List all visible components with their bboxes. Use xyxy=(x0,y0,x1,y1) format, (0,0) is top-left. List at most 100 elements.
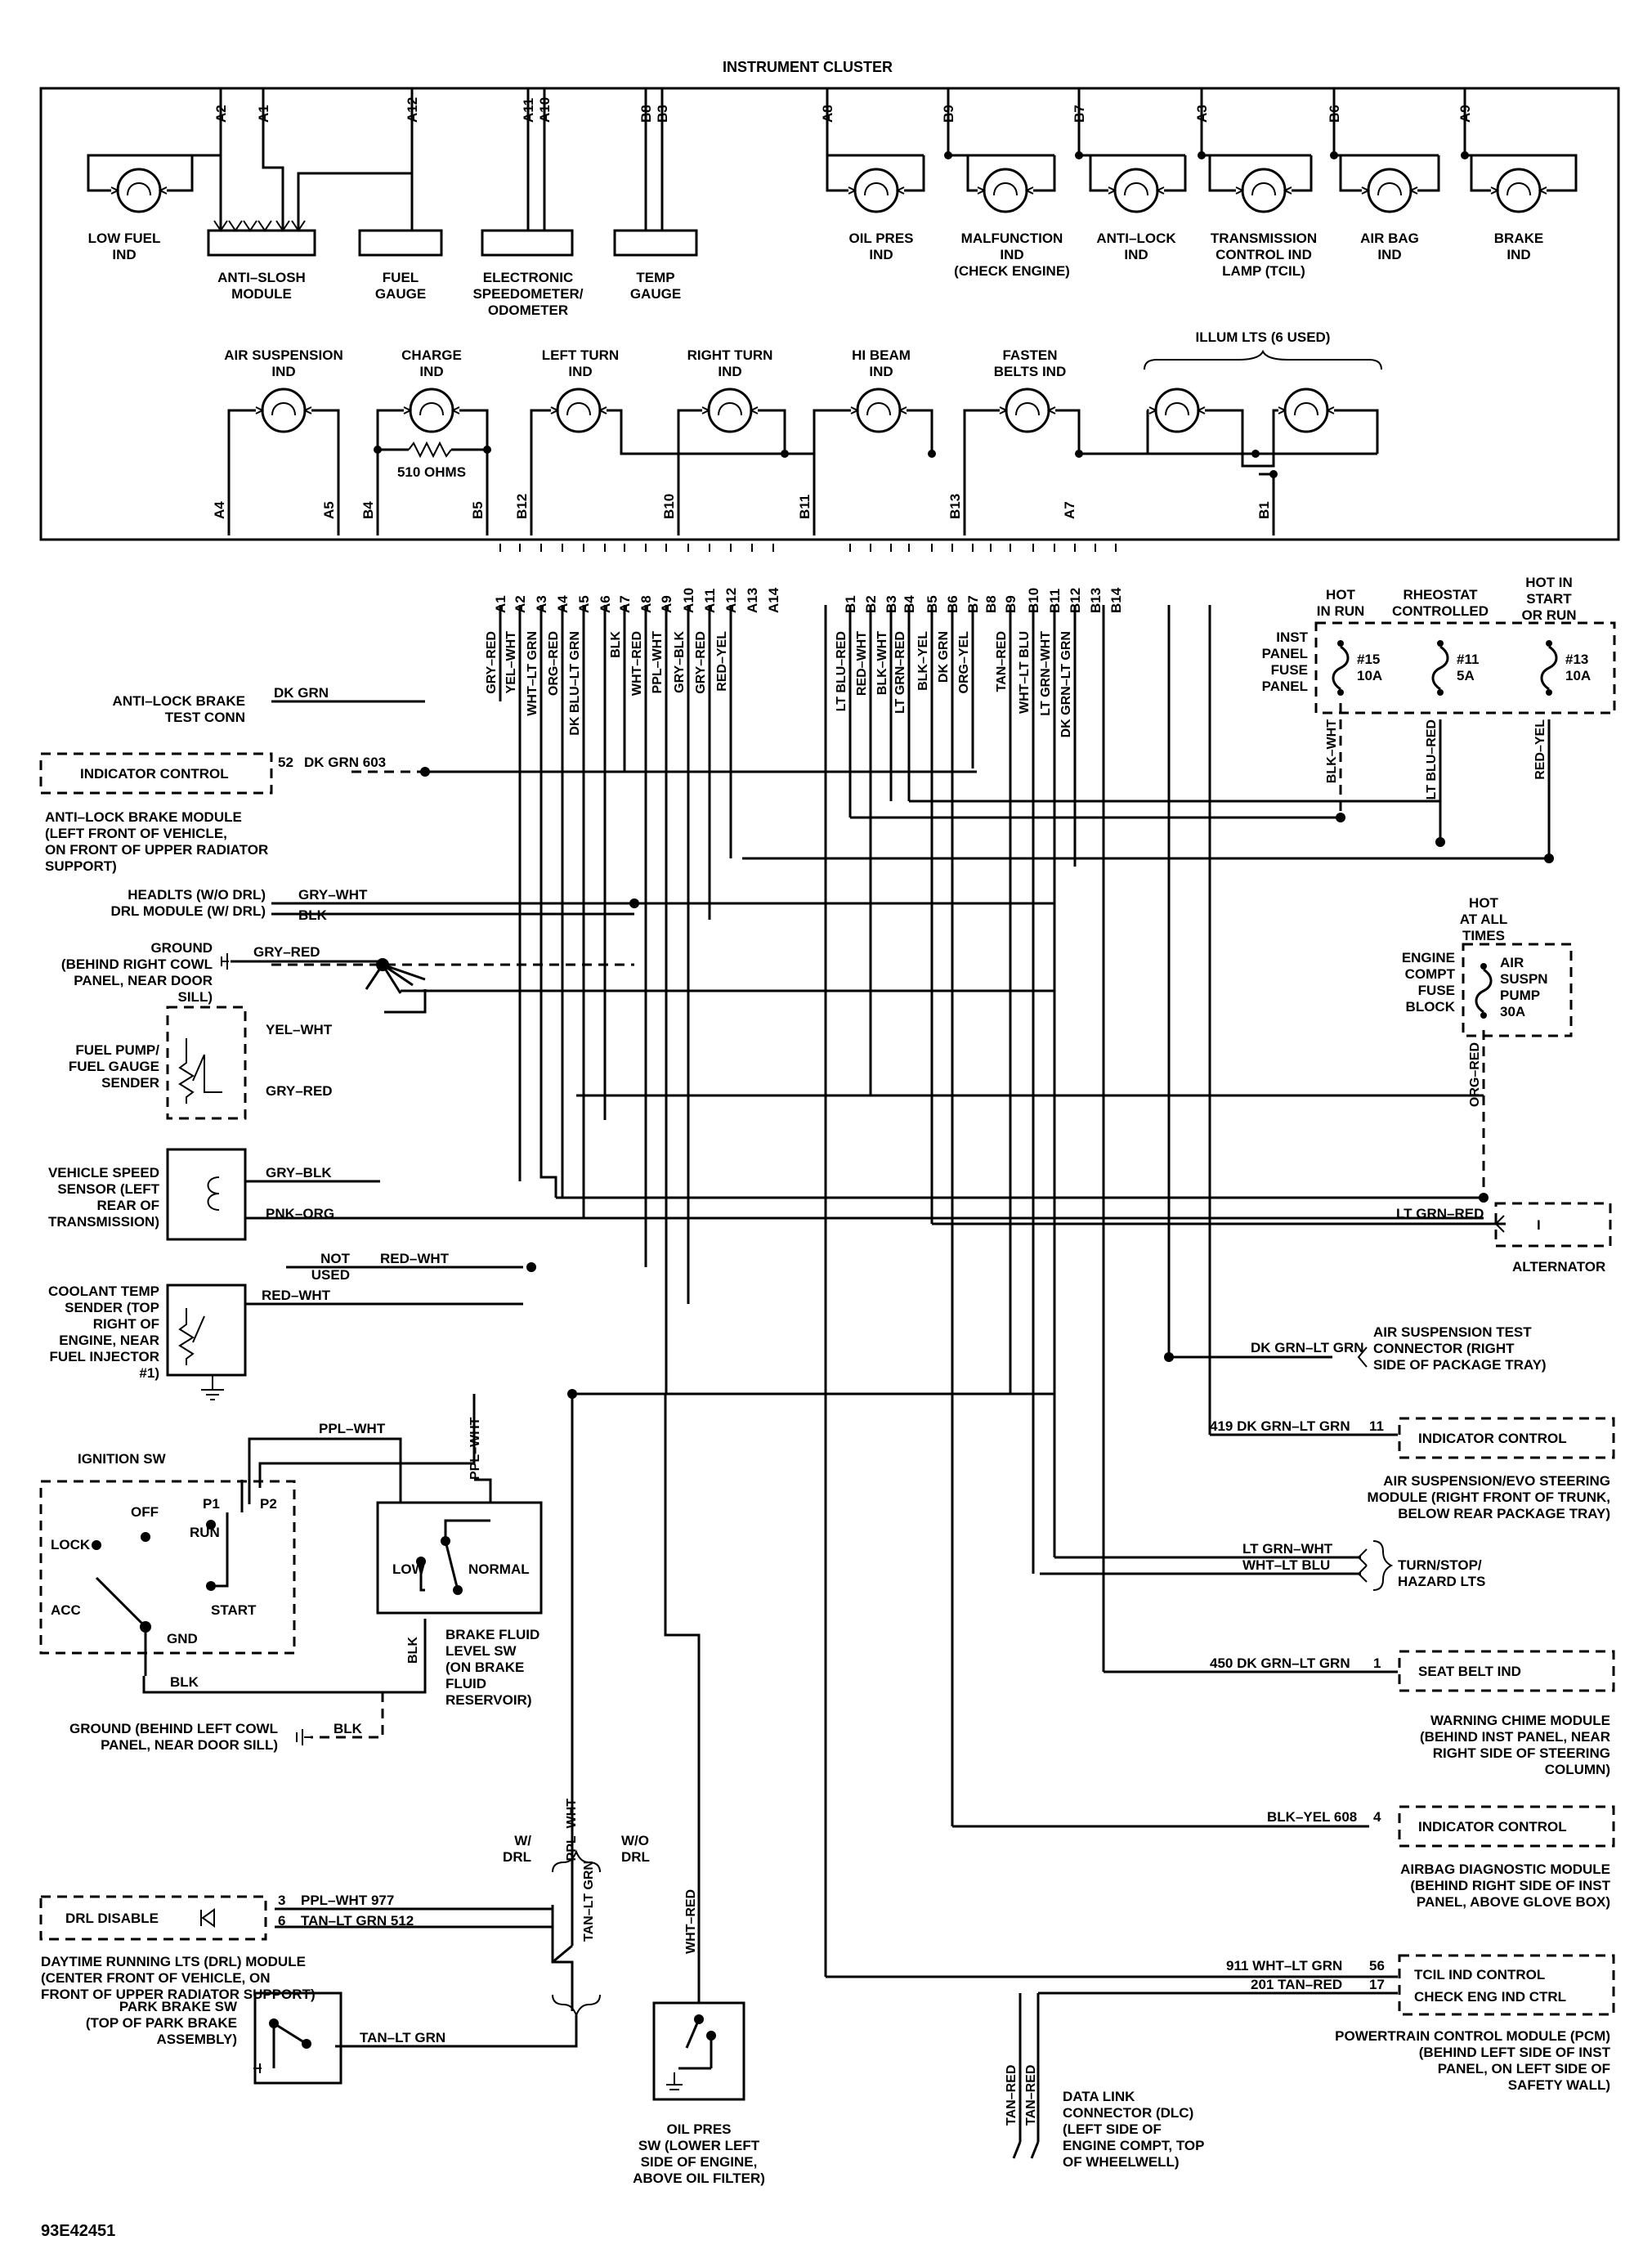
inst-panel-fuse-title: PANEL xyxy=(1262,646,1308,661)
fuse-header-rheostat: CONTROLLED xyxy=(1392,603,1489,619)
cluster-pin-B4: B4 xyxy=(360,501,376,519)
ground1-label: PANEL, NEAR DOOR xyxy=(74,973,213,988)
malfunction-label: IND xyxy=(1000,247,1023,262)
connector-pin-A2: A2 xyxy=(513,595,528,613)
coolant-ground-icon xyxy=(201,1375,224,1400)
park-ground-icon xyxy=(253,2060,262,2077)
headlts-label: DRL MODULE (W/ DRL) xyxy=(111,903,266,919)
vss-coil-icon xyxy=(207,1176,220,1211)
air-suspn-fuse-label: 30A xyxy=(1500,1004,1525,1019)
illum-bulb-1-icon xyxy=(1148,388,1207,433)
airbag-module-label: (BEHIND RIGHT SIDE OF INST xyxy=(1410,1878,1610,1893)
ground1-label: GROUND xyxy=(150,940,213,956)
temp-gauge-box xyxy=(613,229,698,257)
drl-wire-6: TAN–LT GRN 512 xyxy=(301,1913,414,1929)
air-susp-label: AIR SUSPENSION xyxy=(224,347,342,363)
wire-harness xyxy=(231,605,1554,2142)
wire-color: WHT–LT GRN xyxy=(526,631,539,716)
wire-color: TAN–RED xyxy=(995,631,1009,692)
malfunction-label: (CHECK ENGINE) xyxy=(954,263,1070,279)
evo-indicator-label: INDICATOR CONTROL xyxy=(1418,1431,1567,1446)
vss-box xyxy=(166,1148,247,1241)
malfunction-bulb-icon xyxy=(976,168,1035,213)
turn-wire-2: WHT–LT BLU xyxy=(1242,1557,1330,1573)
oil-pres-sw-label: SIDE OF ENGINE, xyxy=(641,2154,758,2170)
wire-color: ORG–RED xyxy=(547,631,561,696)
ignition-p2: P2 xyxy=(260,1496,277,1512)
fuel-gauge-label: GAUGE xyxy=(375,286,426,302)
park-brake-label: ASSEMBLY) xyxy=(156,2032,237,2047)
ignition-acc: ACC xyxy=(51,1602,81,1618)
brake-fluid-label: LEVEL SW xyxy=(445,1643,517,1659)
tcil-bulb-icon xyxy=(1234,168,1293,213)
hi-beam-label: IND xyxy=(869,364,893,379)
not-used-label: USED xyxy=(311,1267,350,1283)
figure-id: 93E42451 xyxy=(41,2222,115,2240)
pcm-box xyxy=(1398,1954,1615,2016)
illum-bulb-2-icon xyxy=(1277,388,1336,433)
right-turn-bulb-icon xyxy=(701,388,759,433)
airbag-indicator-box xyxy=(1398,1805,1615,1848)
coolant-label: RIGHT OF xyxy=(93,1316,159,1332)
seat-belt-label: SEAT BELT IND xyxy=(1418,1664,1521,1679)
chime-pin: 1 xyxy=(1373,1655,1381,1671)
dlc-label: CONNECTOR (DLC) xyxy=(1063,2105,1193,2121)
fuse-rating: #13 xyxy=(1565,652,1588,667)
pcm-pin-1: 56 xyxy=(1369,1958,1385,1973)
right-turn-label: RIGHT TURN xyxy=(687,347,773,363)
connector-pin-A11: A11 xyxy=(702,589,718,613)
air-test-label: AIR SUSPENSION TEST xyxy=(1373,1324,1532,1340)
cluster-top-labels: LOW FUELINDANTI–SLOSHMODULEFUELGAUGEELEC… xyxy=(88,231,1544,318)
engine-fuse-title: BLOCK xyxy=(1406,999,1456,1015)
wire-color: WHT–RED xyxy=(630,631,644,696)
airbag-module-label: PANEL, ABOVE GLOVE BOX) xyxy=(1417,1894,1610,1910)
anti-slosh-module-box xyxy=(207,229,316,257)
cluster-pin-B10: B10 xyxy=(661,494,677,519)
not-used-wire: RED–WHT xyxy=(380,1251,450,1266)
low-fuel-label: IND xyxy=(112,247,136,262)
vss-wire-2: PNK–ORG xyxy=(266,1206,334,1221)
fuel-pump-wire-2: GRY–RED xyxy=(266,1083,333,1099)
anti-slosh-label: ANTI–SLOSH xyxy=(217,270,306,285)
top-circuits xyxy=(87,127,1578,232)
wire-color: BLK–WHT xyxy=(875,631,889,695)
low-fuel-label: LOW FUEL xyxy=(88,231,161,246)
turn-wire-1: LT GRN–WHT xyxy=(1242,1541,1333,1557)
wire-color: GRY–RED xyxy=(485,631,499,694)
connector-pin-B5: B5 xyxy=(924,595,940,613)
brake-fluid-label: (ON BRAKE xyxy=(445,1660,524,1675)
abs-indicator-box xyxy=(39,752,273,795)
air-susp-bulb-icon xyxy=(254,388,313,433)
connector-pin-A14: A14 xyxy=(766,587,781,613)
connector-pin-B4: B4 xyxy=(902,595,917,613)
fuel-gauge-box xyxy=(358,229,443,257)
connector-pin-B6: B6 xyxy=(945,595,960,613)
air-suspn-fuse-label: PUMP xyxy=(1500,988,1540,1003)
left-turn-label: LEFT TURN xyxy=(542,347,619,363)
airbag-pin: 4 xyxy=(1373,1809,1381,1825)
cluster-title: INSTRUMENT CLUSTER xyxy=(723,59,893,75)
speedometer-label: ELECTRONIC xyxy=(483,270,574,285)
airbag-module-label: AIRBAG DIAGNOSTIC MODULE xyxy=(1400,1861,1610,1877)
fuse-rating: #11 xyxy=(1457,652,1479,667)
tcil-label: CONTROL IND xyxy=(1215,247,1312,262)
fuse-header-hot-start: OR RUN xyxy=(1521,607,1576,623)
dlc-wire-2: TAN–RED xyxy=(1024,2065,1038,2126)
oil-pres-sw-label: ABOVE OIL FILTER) xyxy=(633,2171,765,2186)
ignition-run: RUN xyxy=(190,1525,220,1540)
engine-fuse-header: HOT xyxy=(1469,895,1499,911)
connector-pin-A9: A9 xyxy=(659,595,674,613)
fuse-11-icon xyxy=(1431,638,1449,697)
wire-color: ORG–YEL xyxy=(957,631,971,694)
cluster-pin-B12: B12 xyxy=(514,494,530,519)
engine-fuse-box xyxy=(1462,943,1573,1037)
ignition-title: IGNITION SW xyxy=(78,1451,167,1467)
connector-pin-B9: B9 xyxy=(1003,595,1019,613)
charge-bulb-icon xyxy=(402,388,461,433)
